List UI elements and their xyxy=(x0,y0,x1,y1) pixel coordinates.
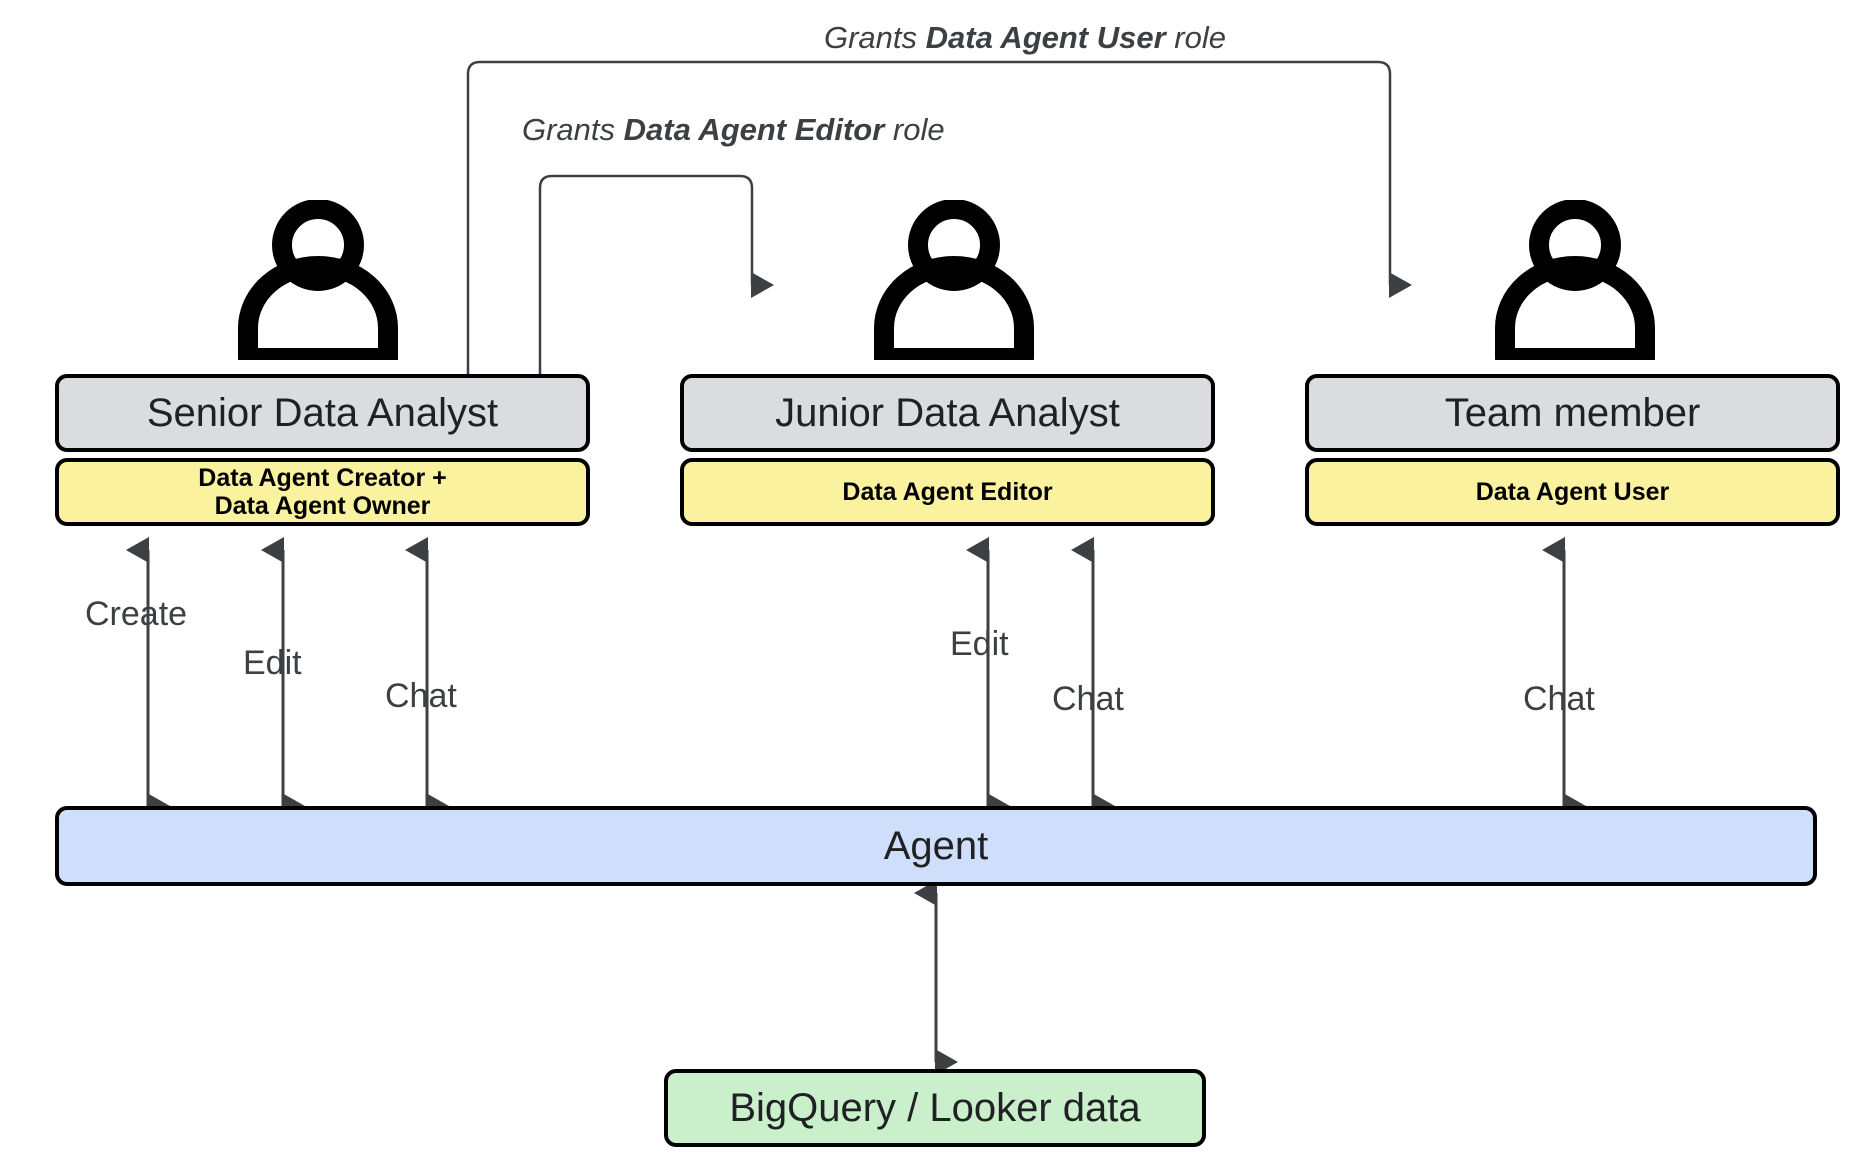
grant-label-data-agent-user: Grants Data Agent User role xyxy=(824,20,1226,56)
persona-title-junior-data-analyst[interactable]: Junior Data Analyst xyxy=(680,374,1215,452)
action-label-edit-senior: Edit xyxy=(243,644,302,682)
persona-role-senior-data-analyst[interactable]: Data Agent Creator + Data Agent Owner xyxy=(55,458,590,526)
person-icon xyxy=(874,199,1034,368)
agent-box[interactable]: Agent xyxy=(55,806,1817,886)
person-icon-glyph xyxy=(874,199,1034,368)
grant-role-user: Data Agent User xyxy=(925,20,1166,55)
persona-title-label: Team member xyxy=(1444,390,1701,435)
persona-title-team-member[interactable]: Team member xyxy=(1305,374,1840,452)
action-label-chat-team: Chat xyxy=(1523,680,1595,718)
grant-prefix-editor: Grants xyxy=(522,112,624,147)
grant-role-editor: Data Agent Editor xyxy=(623,112,885,147)
persona-title-label: Junior Data Analyst xyxy=(775,390,1120,435)
agent-label: Agent xyxy=(883,823,989,868)
persona-title-senior-data-analyst[interactable]: Senior Data Analyst xyxy=(55,374,590,452)
datasource-label: BigQuery / Looker data xyxy=(729,1085,1141,1130)
action-label-chat-senior: Chat xyxy=(385,677,457,715)
person-icon xyxy=(1495,199,1655,368)
person-icon-glyph xyxy=(1495,199,1655,368)
person-icon-glyph xyxy=(238,199,398,368)
grant-suffix-editor: role xyxy=(884,112,945,147)
action-label-chat-junior: Chat xyxy=(1052,680,1124,718)
persona-role-line-1: Data Agent Editor xyxy=(842,478,1053,506)
persona-role-line-1: Data Agent User xyxy=(1475,478,1670,506)
connector-senior-to-junior xyxy=(538,174,774,378)
persona-role-team-member[interactable]: Data Agent User xyxy=(1305,458,1840,526)
persona-role-line-1: Data Agent Creator + xyxy=(198,464,447,492)
persona-title-label: Senior Data Analyst xyxy=(146,390,499,435)
grant-label-data-agent-editor: Grants Data Agent Editor role xyxy=(522,112,945,148)
grant-suffix-user: role xyxy=(1165,20,1226,55)
datasource-box[interactable]: BigQuery / Looker data xyxy=(664,1069,1206,1147)
action-label-edit-junior: Edit xyxy=(950,625,1009,663)
person-icon xyxy=(238,199,398,368)
persona-role-junior-data-analyst[interactable]: Data Agent Editor xyxy=(680,458,1215,526)
persona-role-line-2: Data Agent Owner xyxy=(214,492,431,520)
action-label-create: Create xyxy=(85,595,188,633)
grant-prefix-user: Grants xyxy=(824,20,926,55)
